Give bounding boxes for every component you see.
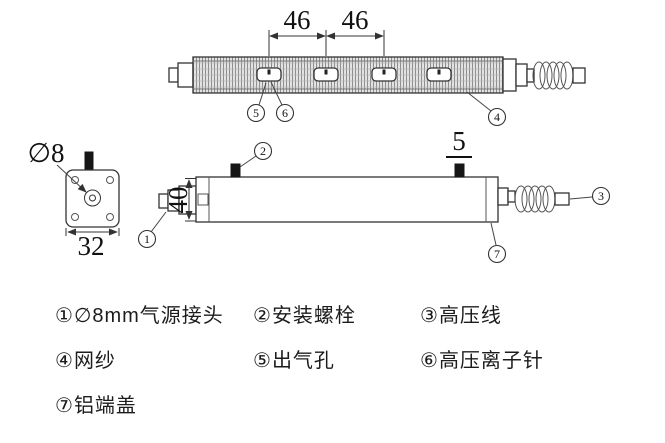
mesh-bar-body <box>192 56 504 94</box>
center-port-outer <box>84 189 101 207</box>
callout-ion-needle: 6 <box>270 81 295 123</box>
slot-pitch-dimension: 46 46 <box>268 5 385 56</box>
center-port-inner <box>89 194 96 202</box>
svg-text:7: 7 <box>494 247 500 261</box>
dim-diameter: ∅8 <box>27 138 64 168</box>
air-outlet-slots <box>256 67 452 82</box>
end-view-bolt <box>84 151 94 171</box>
svg-text:6: 6 <box>282 106 288 120</box>
dim-40: 40 <box>163 187 193 214</box>
corner-hole <box>106 213 114 221</box>
corner-hole <box>106 176 114 184</box>
top-right-connector <box>515 63 528 87</box>
dim-32: 32 <box>78 231 105 261</box>
cable-coil-side <box>514 185 556 213</box>
callout-air-fitting: 1 <box>137 211 167 249</box>
svg-text:5: 5 <box>253 106 259 120</box>
side-cable-end <box>554 192 570 206</box>
inlet-detail <box>197 193 209 206</box>
svg-text:2: 2 <box>260 144 266 158</box>
dim-46-left: 46 <box>284 5 311 35</box>
callout-hv-cable: 3 <box>569 186 611 206</box>
mounting-bolt-right <box>454 163 465 178</box>
svg-text:4: 4 <box>494 110 500 124</box>
svg-text:3: 3 <box>598 189 604 203</box>
ion-needle-mark <box>437 69 441 75</box>
width-dimension: 32 <box>65 228 120 261</box>
callout-mesh: 4 <box>466 91 507 127</box>
end-cap-face <box>65 169 120 228</box>
callout-end-cap: 7 <box>487 222 507 264</box>
corner-hole <box>71 176 79 184</box>
bar-height-dimension: 40 <box>163 178 196 222</box>
corner-hole <box>71 213 79 221</box>
top-right-connector-step <box>526 68 535 83</box>
top-left-fitting-collar <box>177 62 194 88</box>
side-view: 40 5 1 2 7 3 <box>137 126 611 264</box>
top-cable-end <box>572 67 586 84</box>
top-left-fitting-tip <box>168 67 179 83</box>
dim-5: 5 <box>452 126 466 156</box>
callout-mounting-bolt: 2 <box>239 141 273 168</box>
bar-body <box>195 176 499 223</box>
top-right-end-cap <box>502 58 517 92</box>
end-view: ∅8 32 <box>27 138 120 261</box>
ion-needle-mark <box>267 69 271 75</box>
mounting-bolt-left <box>230 163 241 178</box>
diameter-dimension: ∅8 <box>27 138 87 193</box>
side-right-connector-step <box>507 190 516 203</box>
top-view: 46 46 5 6 4 <box>168 5 586 127</box>
svg-text:1: 1 <box>144 232 150 246</box>
ion-needle-mark <box>324 69 328 75</box>
side-right-connector <box>497 187 509 206</box>
bolt-width-dimension: 5 <box>446 126 472 158</box>
callout-air-hole: 5 <box>246 82 267 123</box>
dim-46-right: 46 <box>342 5 369 35</box>
cable-coil-top <box>532 61 574 90</box>
ion-needle-mark <box>382 69 386 75</box>
